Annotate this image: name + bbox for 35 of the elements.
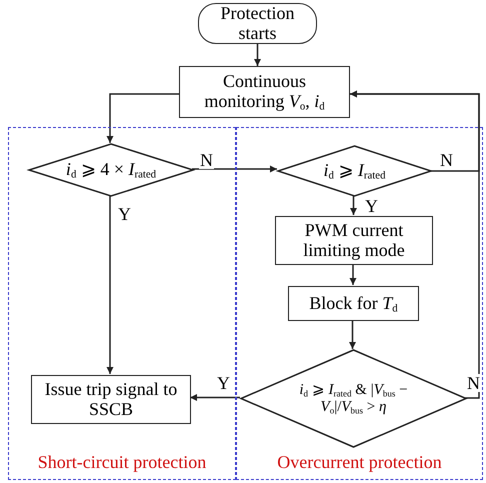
terminal-box: [198, 3, 317, 44]
edge-label: N: [439, 151, 454, 169]
node-text: Protection starts: [220, 4, 296, 44]
node-text: Issue trip signal to SSCB: [44, 380, 178, 420]
process-box: [288, 286, 419, 321]
arrow: [106, 93, 179, 143]
arrow: [106, 195, 114, 374]
arrow: [350, 90, 480, 399]
decision-diamond: [29, 144, 193, 196]
arrow: [349, 320, 356, 349]
process-box: [275, 216, 433, 265]
node-text: i$_{d}$ ⩾ 4 × I$_{rated}$: [66, 160, 156, 180]
arrow: [350, 195, 357, 215]
edge-label: N: [466, 374, 481, 392]
node-text: Block for T$_{d}$: [309, 294, 398, 314]
arrow: [254, 44, 261, 66]
process-box: [179, 66, 350, 118]
edge-label: N: [199, 151, 214, 169]
node-text: PWM current limiting mode: [302, 220, 406, 260]
region-label: Short-circuit protection: [38, 453, 206, 473]
region-label: Overcurrent protection: [277, 453, 442, 473]
node-text: Continuous monitoring V$_{o}$, i$_{d}$: [203, 72, 326, 112]
node-text: i$_{d}$ ⩾ I$_{rated}$: [324, 161, 386, 181]
edge-label: Y: [117, 205, 132, 223]
decision-diamond: [241, 350, 466, 447]
edge-label: Y: [216, 374, 231, 392]
node-text: i$_{d}$ ⩾ I$_{rated}$ & |V$_{bus}$ − V$_{o}$|/V$_{bus}$ > η: [298, 382, 409, 415]
arrow: [190, 394, 240, 401]
process-box: [31, 375, 191, 424]
dashed-region: [236, 127, 483, 480]
decision-diamond: [278, 146, 431, 196]
arrow: [350, 264, 356, 285]
arrow: [192, 166, 277, 172]
edge-label: Y: [364, 197, 379, 215]
dashed-region: [8, 127, 236, 480]
